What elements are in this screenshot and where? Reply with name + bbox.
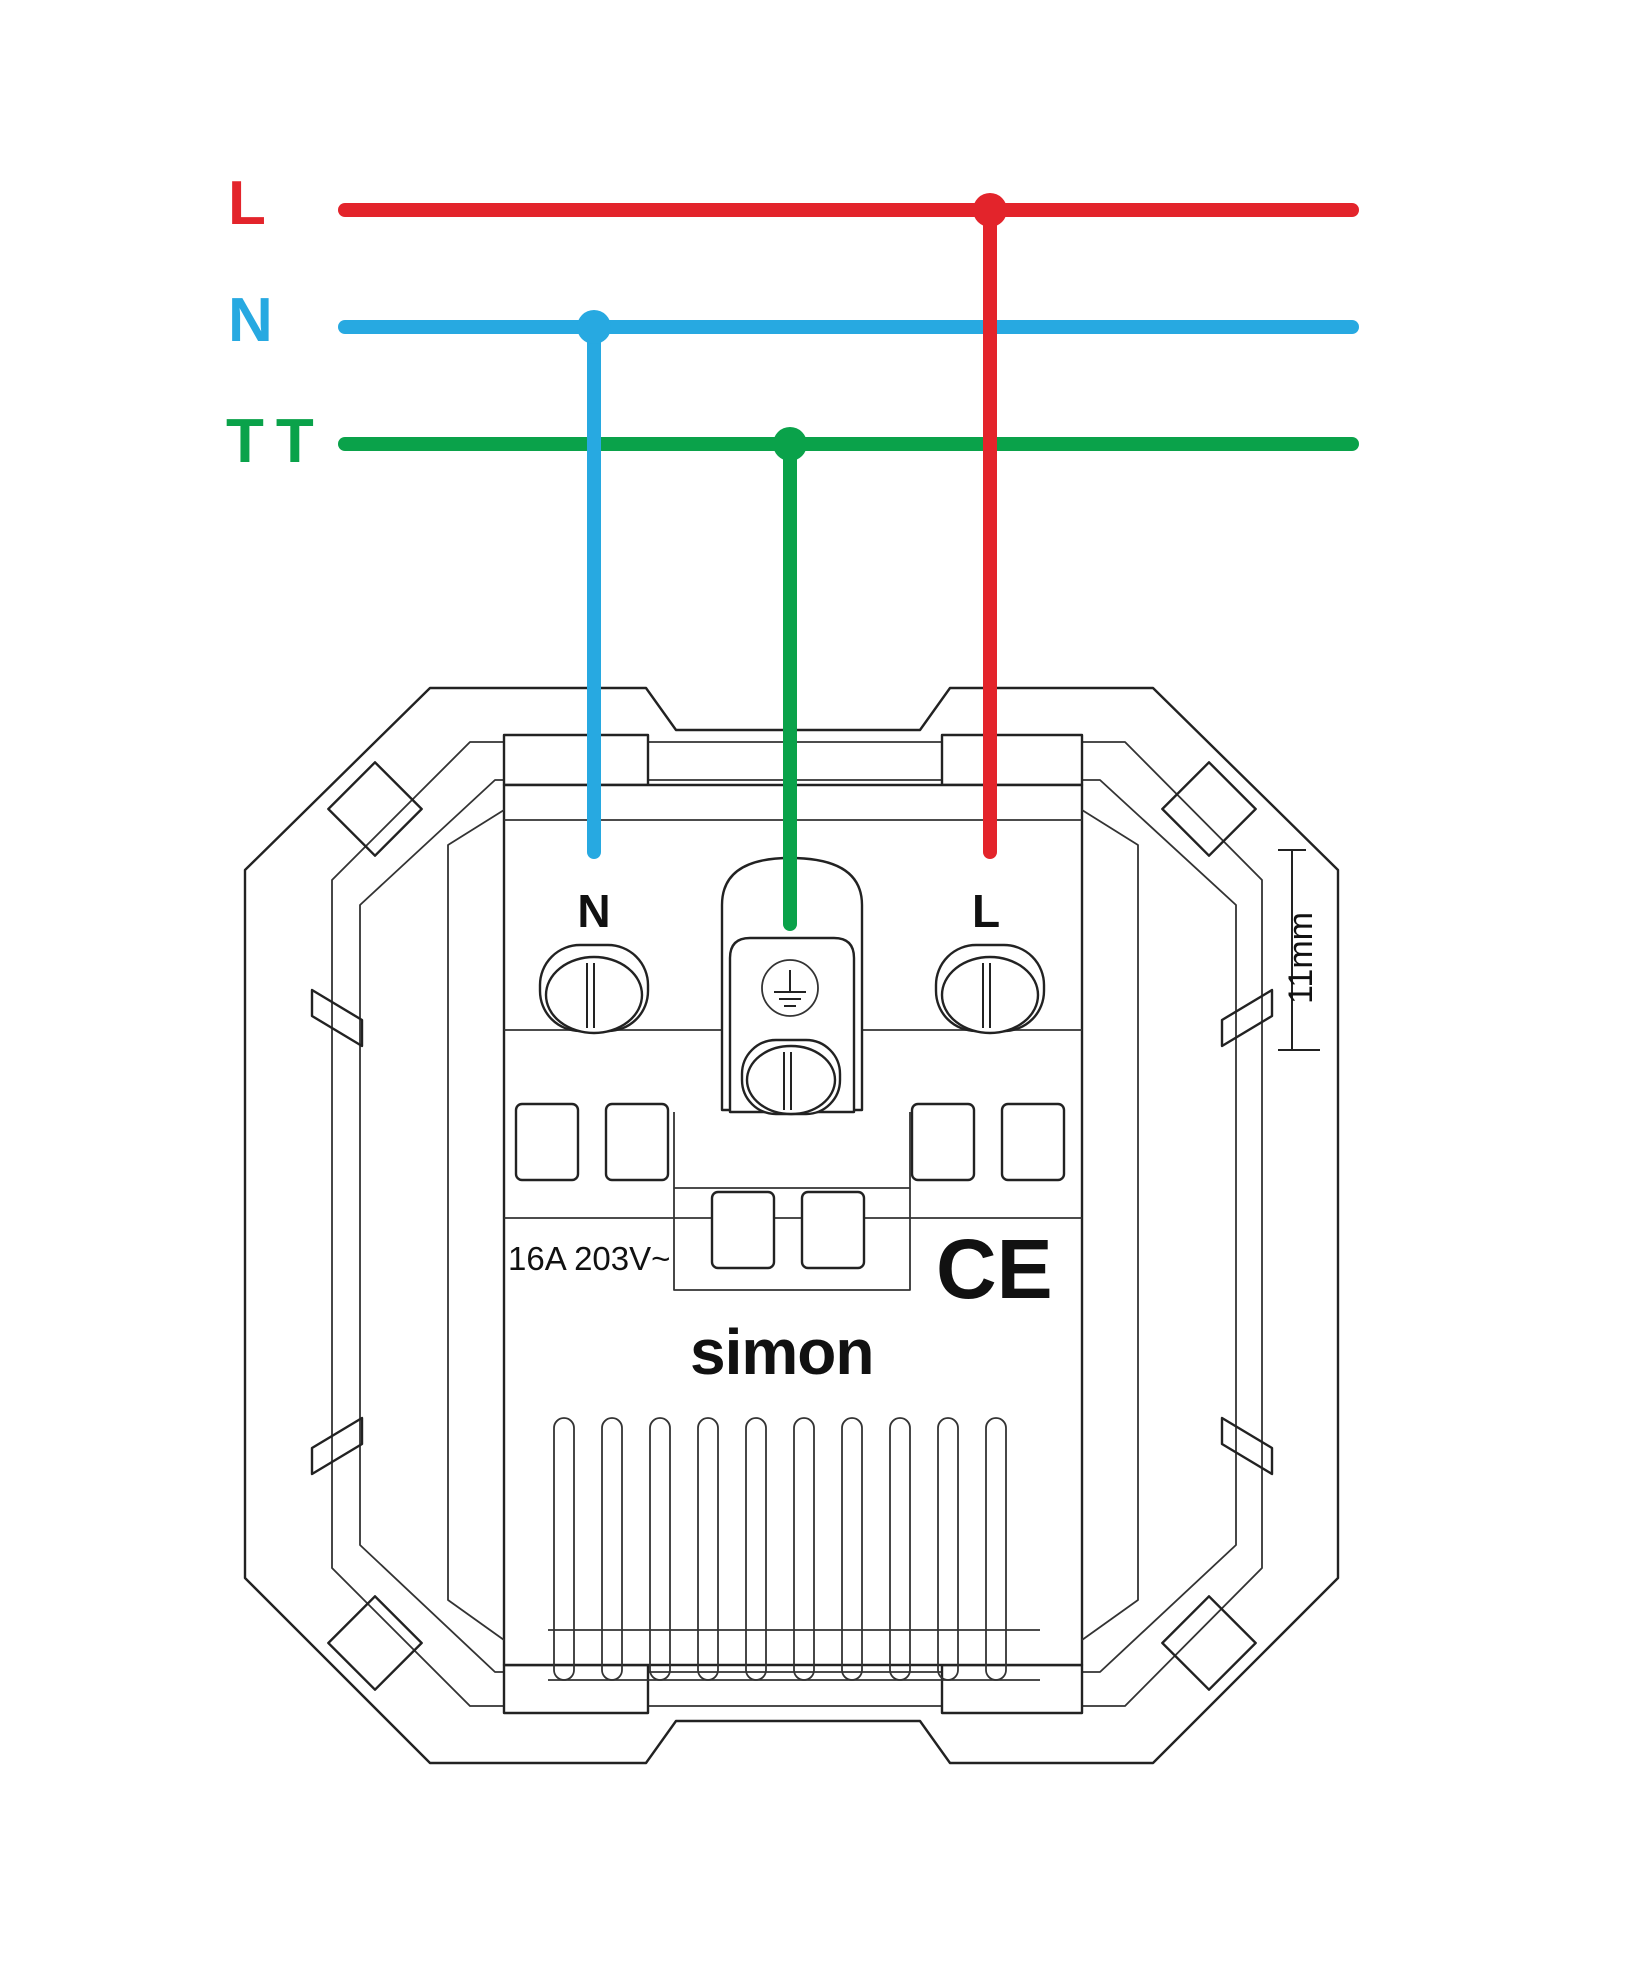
mounting-frame-inner <box>331 741 1263 1707</box>
brand-logo: simon <box>690 1316 873 1388</box>
mounting-frame-outer <box>243 686 1340 1765</box>
strip-length-dimension: 11mm <box>1278 849 1320 1051</box>
bottom-tab-right <box>940 1663 1084 1715</box>
neutral-screw-terminal <box>538 943 650 1035</box>
top-tab-right <box>940 733 1084 787</box>
wire-entry-slots <box>514 1102 1066 1291</box>
junction-line <box>973 193 1007 227</box>
claw-right-top <box>1220 988 1274 1048</box>
earth-symbol-icon <box>761 959 819 1017</box>
corner-hole-top-left <box>327 761 423 857</box>
housing-shoulder-right <box>1081 809 1139 1641</box>
socket-mechanism: 16A 203V~ CE simon N L <box>243 686 1340 1765</box>
corner-hole-bottom-left <box>327 1595 423 1691</box>
junction-earth <box>773 427 807 461</box>
wiring <box>338 193 1359 931</box>
claw-left-bottom <box>310 1416 364 1476</box>
mounting-frame-inner-2 <box>359 779 1237 1673</box>
terminal-label-neutral: N <box>577 885 610 937</box>
top-tab-left <box>502 733 650 787</box>
vent-base-line <box>548 1629 1040 1681</box>
bus-label-earth: TT <box>226 407 326 476</box>
junction-neutral <box>577 310 611 344</box>
bus-label-neutral: N <box>228 286 273 355</box>
corner-hole-top-right <box>1161 761 1257 857</box>
strip-length-label: 11mm <box>1282 912 1320 1004</box>
housing-shoulder-left <box>447 809 505 1641</box>
certification-mark: CE <box>936 1222 1053 1316</box>
terminal-label-line: L <box>972 885 1000 937</box>
corner-hole-bottom-right <box>1161 1595 1257 1691</box>
bottom-tab-left <box>502 1663 650 1715</box>
claw-right-bottom <box>1220 1416 1274 1476</box>
line-screw-terminal <box>934 943 1046 1035</box>
earth-screw <box>740 1038 842 1116</box>
bus-label-line: L <box>228 169 266 238</box>
rating-label: 16A 203V~ <box>508 1240 670 1277</box>
claw-left-top <box>310 988 364 1048</box>
